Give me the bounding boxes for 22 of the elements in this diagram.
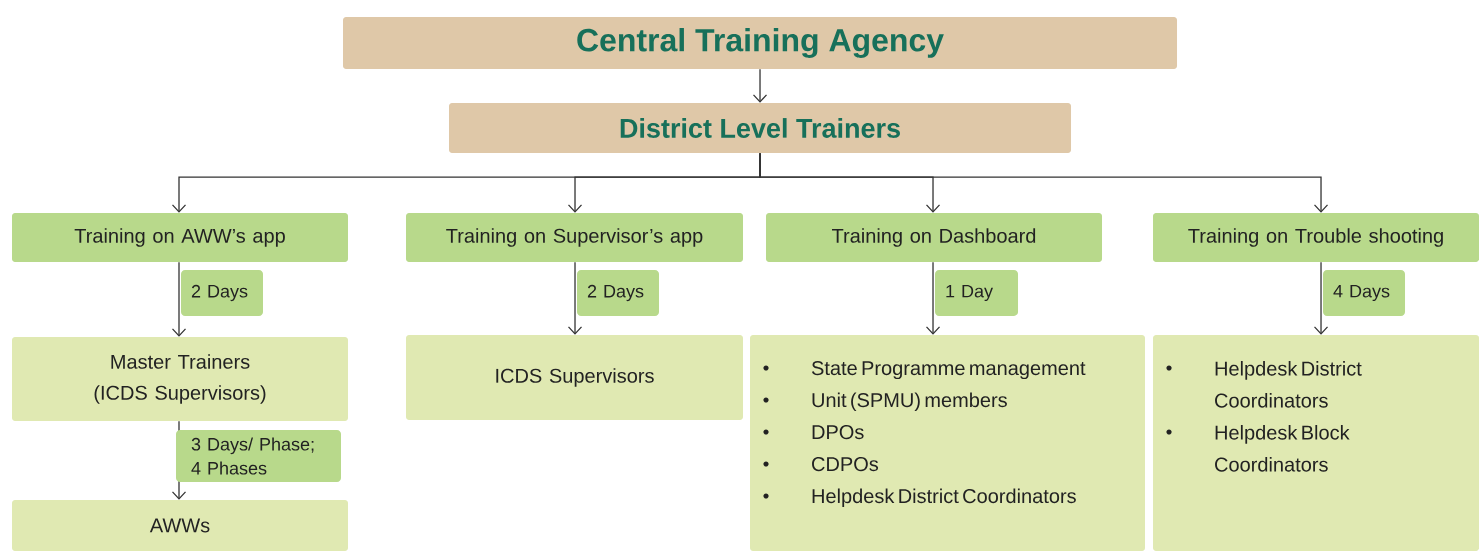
edge-label: 4 Days — [1323, 270, 1405, 316]
title-box: Central Training Agency — [343, 17, 1177, 69]
arrow — [1313, 261, 1329, 335]
trainee-box: Master Trainers (ICDS Supervisors) — [12, 337, 348, 421]
level-box: District Level Trainers — [449, 103, 1071, 153]
edge-label: 3 Days/ Phase; 4 Phases — [176, 430, 341, 482]
arrow — [925, 261, 941, 335]
list-box: Helpdesk District Coordinators Helpdesk Block Coordinators — [1153, 335, 1479, 551]
arrow — [567, 261, 583, 335]
arrow — [171, 261, 187, 337]
training-box: Training on Trouble shooting — [1153, 213, 1479, 262]
edge-label: 2 Days — [577, 270, 659, 316]
trainee-box: ICDS Supervisors — [406, 335, 743, 420]
edge-label: 1 Day — [935, 270, 1018, 316]
trainee-box: AWWs — [12, 500, 348, 551]
edge-label: 2 Days — [181, 270, 263, 316]
arrow — [759, 152, 1329, 213]
training-box: Training on Supervisor’s app — [406, 213, 743, 262]
training-box: Training on Dashboard — [766, 213, 1102, 262]
list-box: State Programme management Unit (SPMU) members DPOs CDPOs Helpdesk District Coordinators — [750, 335, 1145, 551]
arrow — [752, 68, 768, 103]
training-box: Training on AWW’s app — [12, 213, 348, 262]
